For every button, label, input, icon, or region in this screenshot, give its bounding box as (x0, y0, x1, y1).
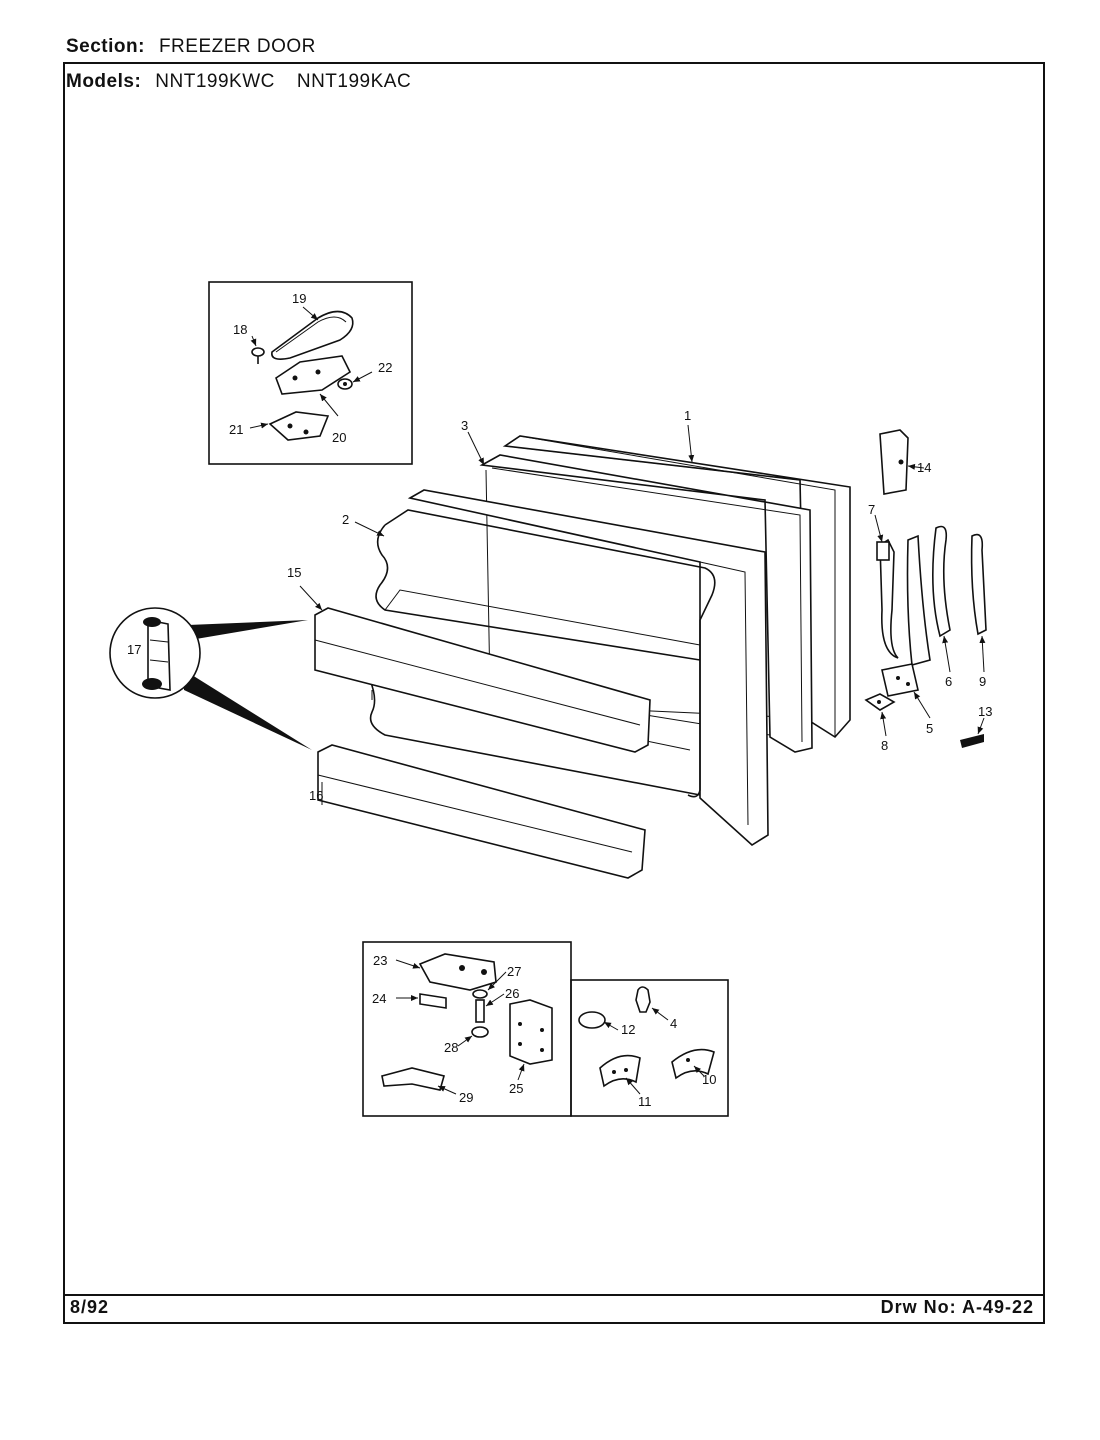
hinge-cover-part (879, 429, 909, 495)
inset-box-right (570, 979, 729, 1117)
callout-28: 28 (444, 1040, 458, 1055)
section-header: Section: FREEZER DOOR (66, 36, 338, 58)
bracket-part-29 (381, 1067, 445, 1091)
plug-part-12 (578, 1011, 606, 1029)
inset-hinge-parts (362, 941, 729, 1117)
callout-16: 16 (309, 788, 323, 803)
cover-part-11 (599, 1054, 641, 1088)
callout-2: 2 (342, 512, 349, 527)
callout-22: 22 (378, 360, 392, 375)
footer-date: 8/92 (70, 1297, 110, 1317)
model-number: NNT199KWC (155, 71, 275, 92)
inset-handle-parts (208, 281, 413, 465)
callout-29: 29 (459, 1090, 473, 1105)
plug-part (251, 347, 265, 357)
hinge-plate-part (509, 999, 553, 1065)
handle-cap-part (271, 310, 354, 360)
section-label: Section: (66, 36, 145, 57)
callout-27: 27 (507, 964, 521, 979)
hinge-pin-part (475, 999, 485, 1023)
inset-box (208, 281, 413, 465)
door-shelf-lower (317, 744, 646, 879)
diagram-frame (63, 62, 1045, 1324)
cover-part-10 (671, 1048, 715, 1080)
callout-24: 24 (372, 991, 386, 1006)
hinge-shim-part-24 (419, 993, 447, 1009)
washer-part-28 (471, 1026, 489, 1038)
callout-6: 6 (945, 674, 952, 689)
callout-labels: 1 2 3 4 5 6 7 8 9 10 11 12 13 14 15 16 1… (127, 291, 992, 1109)
callout-3: 3 (461, 418, 468, 433)
callout-1: 1 (684, 408, 691, 423)
door-shelf-upper (299, 585, 651, 753)
shelf-end-detail (109, 607, 312, 750)
section-value: FREEZER DOOR (158, 36, 316, 57)
callout-13: 13 (978, 704, 992, 719)
callout-26: 26 (505, 986, 519, 1001)
callout-19: 19 (292, 291, 306, 306)
trim-part-5 (906, 534, 931, 667)
callout-23: 23 (373, 953, 387, 968)
callout-25: 25 (509, 1081, 523, 1096)
handle-bracket-part (275, 355, 352, 395)
callout-5: 5 (926, 721, 933, 736)
callout-8: 8 (881, 738, 888, 753)
callout-11: 11 (638, 1094, 652, 1109)
callout-4: 4 (670, 1016, 677, 1031)
callout-12: 12 (621, 1022, 635, 1037)
footer-divider (63, 1294, 1045, 1296)
callout-17: 17 (127, 642, 141, 657)
callout-20: 20 (332, 430, 346, 445)
washer-part-27 (472, 989, 488, 999)
shim-part-13 (960, 734, 984, 748)
hinge-side-parts (864, 429, 987, 748)
model-number: NNT199KAC (296, 71, 412, 92)
callout-21: 21 (229, 422, 243, 437)
callout-14: 14 (917, 460, 931, 475)
callout-7: 7 (868, 502, 875, 517)
screw-part-4 (635, 986, 651, 1013)
inner-door-liner (354, 489, 769, 846)
models-label: Models: (66, 71, 142, 92)
trim-part-7 (879, 538, 899, 659)
handle-plate-part (268, 411, 330, 441)
callout-15: 15 (287, 565, 301, 580)
trim-part-6 (932, 525, 951, 638)
callout-18: 18 (233, 322, 247, 337)
callout-9: 9 (979, 674, 986, 689)
trim-part-9 (970, 533, 987, 636)
callout-10: 10 (702, 1072, 716, 1087)
models-header: Models: NNT199KWC NNT199KAC (66, 71, 433, 93)
drawing-number: Drw No: A-49-22 (880, 1297, 1034, 1317)
